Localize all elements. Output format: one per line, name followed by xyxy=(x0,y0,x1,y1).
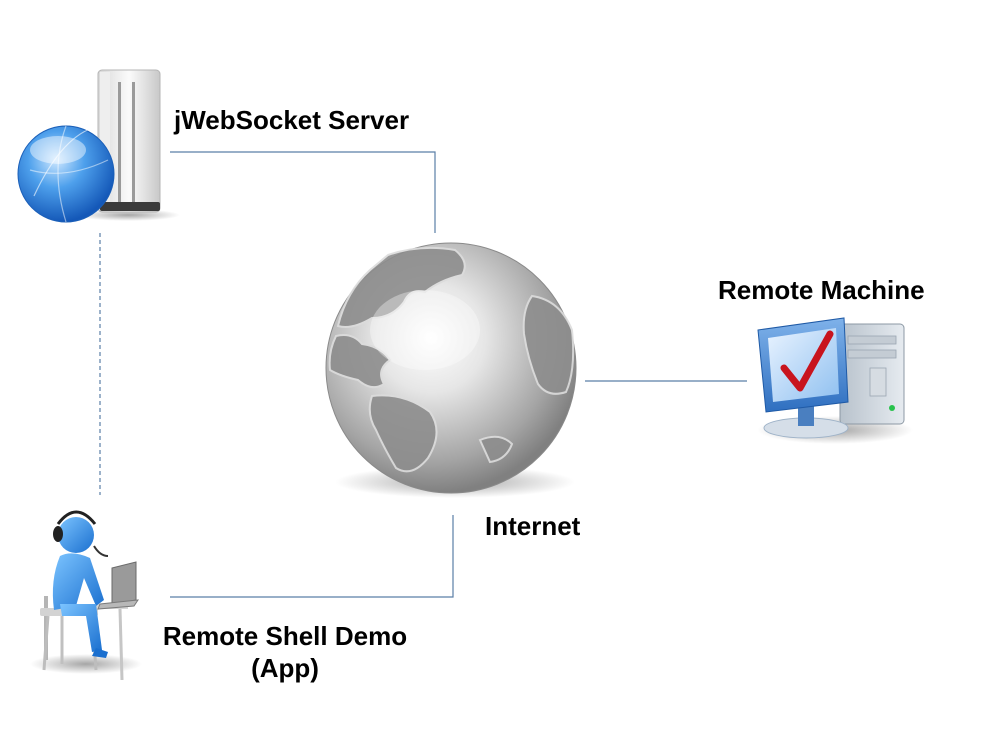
remote-shell-demo-label-line1: Remote Shell Demo xyxy=(162,621,408,651)
app-to-internet-connector xyxy=(170,515,454,598)
server-to-internet-connector xyxy=(170,151,436,233)
remote-shell-demo-label-line2: (App) xyxy=(251,653,319,683)
remote-shell-demo-label: Remote Shell Demo (App) xyxy=(140,620,430,684)
jwebsocket-server-label: jWebSocket Server xyxy=(174,105,410,135)
remote-machine-label: Remote Machine xyxy=(718,275,925,305)
computer-checkmark-icon xyxy=(757,317,913,444)
operator-laptop-icon xyxy=(30,510,142,681)
server-globe-icon xyxy=(17,69,180,223)
connectors xyxy=(99,151,747,598)
internet-label: Internet xyxy=(485,511,581,541)
globe-icon xyxy=(325,242,577,498)
